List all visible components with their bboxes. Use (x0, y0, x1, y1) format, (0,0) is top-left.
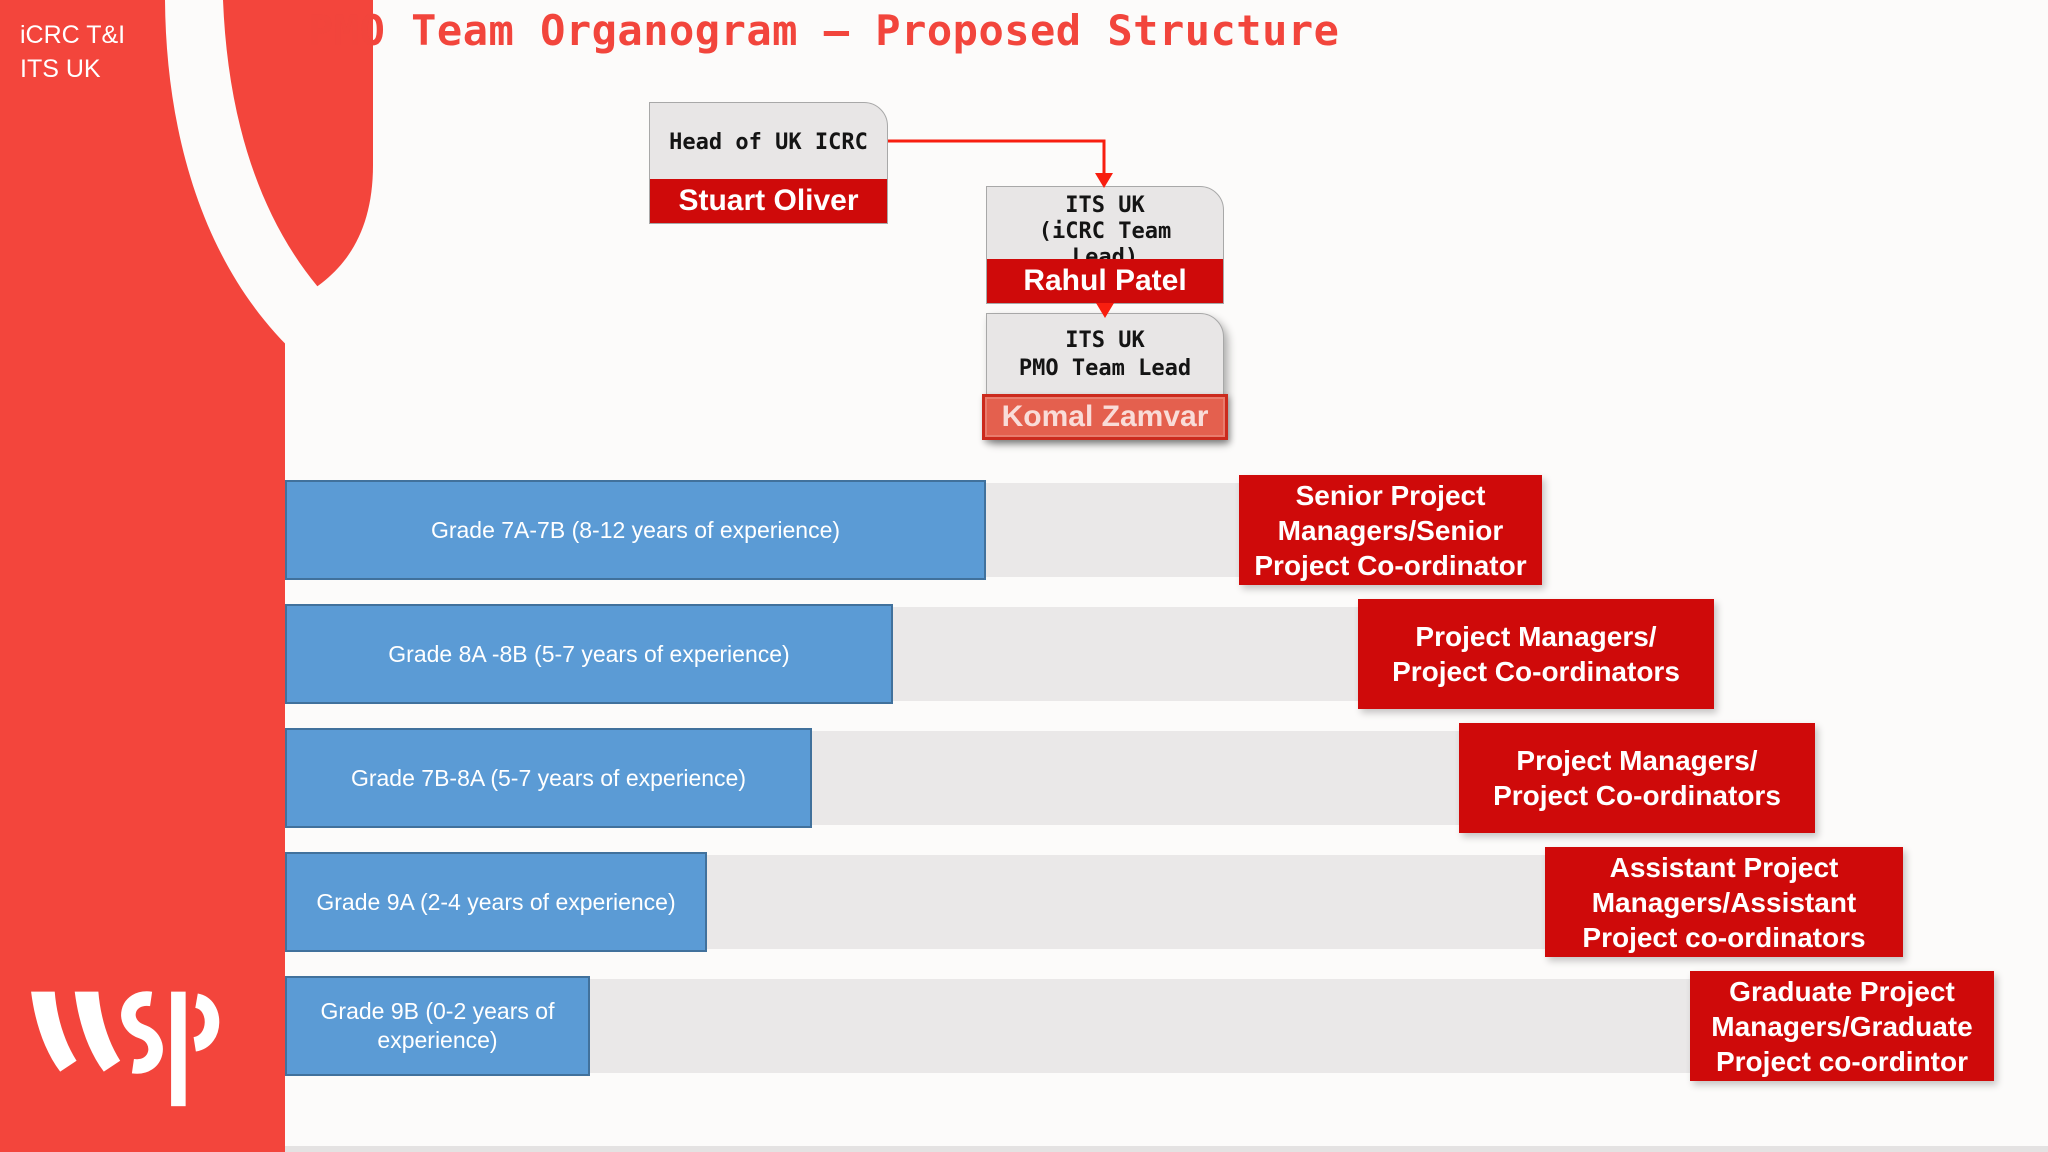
grade-row-7b-8a: Grade 7B-8A (5-7 years of experience) Pr… (285, 723, 2048, 833)
slide-bottom-edge (285, 1146, 2048, 1152)
role-box: Project Managers/ Project Co-ordinators (1358, 599, 1714, 709)
role-box: Graduate Project Managers/Graduate Proje… (1690, 971, 1994, 1081)
grade-bar-label: Grade 7A-7B (8-12 years of experience) (430, 516, 841, 543)
sidebar-label: iCRC T&I ITS UK (20, 18, 125, 86)
role-box: Project Managers/ Project Co-ordinators (1459, 723, 1815, 833)
grade-bar: Grade 7A-7B (8-12 years of experience) (285, 480, 986, 580)
org-role-label: Head of UK ICRC (669, 129, 868, 155)
grade-row-8a-8b: Grade 8A -8B (5-7 years of experience) P… (285, 599, 2048, 709)
grade-bar-label: Grade 9B (0-2 years of experience) (320, 998, 555, 1053)
org-role-label: ITS UK (iCRC Team Lead) (1038, 193, 1172, 267)
grade-row-9b: Grade 9B (0-2 years of experience) Gradu… (285, 971, 2048, 1081)
org-role-label: ITS UK PMO Team Lead (1018, 328, 1192, 381)
org-name-label: Stuart Oliver (650, 179, 887, 223)
grade-row-7a-7b: Grade 7A-7B (8-12 years of experience) S… (285, 475, 2048, 585)
grade-bar: Grade 8A -8B (5-7 years of experience) (285, 604, 893, 704)
org-node-pmo-team-lead: ITS UK PMO Team Lead Komal Zamvar (982, 313, 1228, 440)
grade-bar: Grade 7B-8A (5-7 years of experience) (285, 728, 812, 828)
org-node-head-of-uk-icrc: Head of UK ICRC Stuart Oliver (649, 102, 888, 224)
grade-bar-label: Grade 9A (2-4 years of experience) (316, 888, 676, 915)
org-node-icrc-team-lead: ITS UK (iCRC Team Lead) Rahul Patel (986, 186, 1224, 304)
sidebar-label-line2: ITS UK (20, 55, 101, 83)
grade-bar: Grade 9B (0-2 years of experience) (285, 976, 590, 1076)
page-title: PMO Team Organogram – Proposed Structure (308, 6, 1340, 55)
grade-bar: Grade 9A (2-4 years of experience) (285, 852, 707, 952)
wsp-logo-icon (31, 991, 220, 1107)
org-name-label-highlighted: Komal Zamvar (982, 394, 1228, 440)
grade-row-9a: Grade 9A (2-4 years of experience) Assis… (285, 847, 2048, 957)
role-box: Assistant Project Managers/Assistant Pro… (1545, 847, 1903, 957)
grade-bar-label: Grade 7B-8A (5-7 years of experience) (350, 764, 747, 791)
org-name-label: Rahul Patel (987, 259, 1223, 303)
sidebar-label-line1: iCRC T&I (20, 21, 126, 49)
role-box: Senior Project Managers/Senior Project C… (1239, 475, 1542, 585)
grade-bar-label: Grade 8A -8B (5-7 years of experience) (388, 640, 790, 667)
